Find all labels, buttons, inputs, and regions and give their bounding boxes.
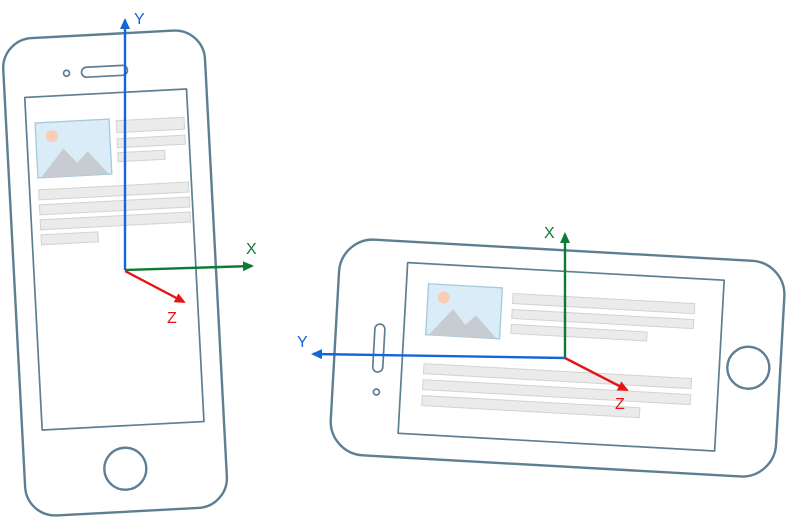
text-line [38, 196, 191, 216]
portrait-y-axis-label: Y [134, 11, 145, 28]
speaker-icon [371, 323, 386, 373]
landscape-z-axis [564, 356, 629, 392]
text-line [421, 395, 641, 419]
text-line [422, 379, 692, 406]
home-button [103, 446, 148, 491]
text-line [116, 134, 186, 149]
portrait-x-axis [124, 261, 254, 272]
text-line [510, 323, 648, 342]
text-line [40, 231, 99, 246]
portrait-x-axis-label: X [246, 241, 257, 258]
text-line [511, 308, 695, 330]
text-line [39, 211, 192, 231]
text-line [38, 181, 190, 201]
sun-icon [437, 291, 450, 304]
landscape-y-axis [311, 349, 566, 360]
landscape-x-axis-label: X [544, 225, 555, 242]
sun-icon [45, 130, 58, 143]
landscape-y-axis-label: Y [297, 334, 308, 351]
landscape-axes: X Y Z [297, 225, 629, 413]
text-line [117, 149, 166, 163]
portrait-z-axis-label: Z [167, 310, 177, 327]
mountain-icon [40, 148, 109, 178]
landscape-phone [329, 238, 786, 478]
home-button [726, 345, 771, 390]
speaker-icon [80, 64, 129, 79]
text-line [512, 292, 696, 315]
camera-icon [372, 388, 381, 396]
portrait-z-axis [124, 269, 186, 304]
portrait-axes: Y X Z [120, 11, 257, 327]
landscape-z-axis-label: Z [615, 396, 625, 413]
portrait-phone [2, 29, 229, 517]
text-line [115, 116, 186, 134]
camera-icon [62, 69, 71, 78]
mountain-icon [428, 309, 497, 339]
